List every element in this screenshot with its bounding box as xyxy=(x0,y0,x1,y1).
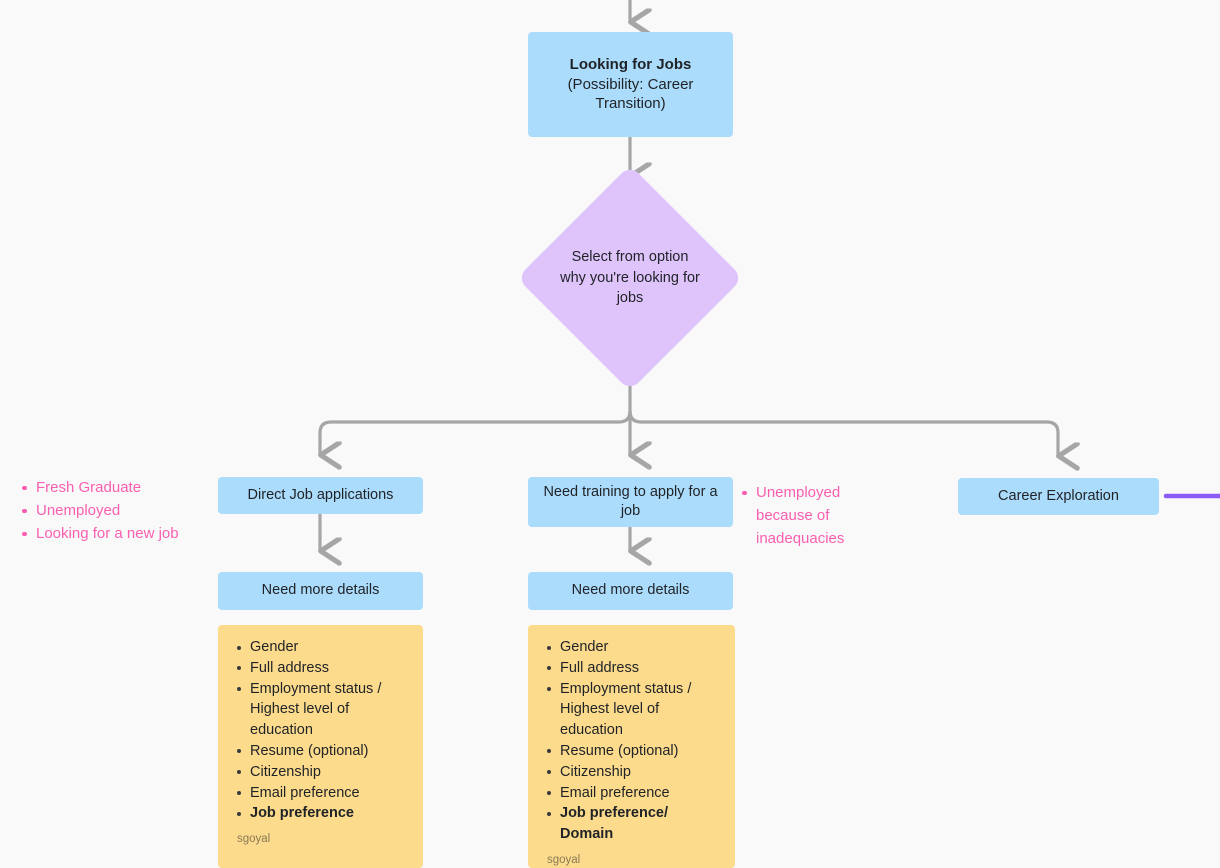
node-need-training[interactable]: Need training to apply for a job xyxy=(528,477,733,527)
list-item: Employment status / Highest level of edu… xyxy=(237,679,413,741)
connector-branch-left-elbow xyxy=(320,410,632,455)
node-decision-label: Select from option why you're looking fo… xyxy=(560,249,700,307)
card-byline: sgoyal xyxy=(547,853,581,866)
node-need-more-details-left[interactable]: Need more details xyxy=(218,572,423,610)
list-item: Resume (optional) xyxy=(547,741,725,762)
list-item: Unemployed xyxy=(22,499,212,522)
node-need-more-details-right[interactable]: Need more details xyxy=(528,572,733,610)
list-item: Gender xyxy=(547,637,725,658)
card-required-fields-right[interactable]: Gender Full address Employment status / … xyxy=(528,625,735,868)
list-item: Email preference xyxy=(237,783,413,804)
card-required-fields-left[interactable]: Gender Full address Employment status / … xyxy=(218,625,423,868)
list-item: Citizenship xyxy=(237,762,413,783)
node-looking-for-jobs-subtitle-line1: (Possibility: Career xyxy=(567,75,694,93)
card-byline: sgoyal xyxy=(237,833,271,846)
list-item: Unemployed because of inadequacies xyxy=(742,481,892,550)
list-item: Job preference xyxy=(237,803,413,824)
connector-branch-right-elbow xyxy=(628,410,1058,456)
list-item: Gender xyxy=(237,637,413,658)
node-career-exploration[interactable]: Career Exploration xyxy=(958,478,1159,515)
pink-list-reasons-left: Fresh Graduate Unemployed Looking for a … xyxy=(22,476,212,545)
list-item: Email preference xyxy=(547,783,725,804)
node-looking-for-jobs-title: Looking for Jobs xyxy=(569,55,692,73)
list-item: Full address xyxy=(237,658,413,679)
node-looking-for-jobs[interactable]: Looking for Jobs (Possibility: Career Tr… xyxy=(528,32,733,137)
node-decision-select-reason[interactable]: Select from option why you're looking fo… xyxy=(516,164,744,392)
list-item: Fresh Graduate xyxy=(22,476,212,499)
pink-list-reasons-middle: Unemployed because of inadequacies xyxy=(742,481,892,550)
list-item: Resume (optional) xyxy=(237,741,413,762)
list-item: Employment status / Highest level of edu… xyxy=(547,679,725,741)
list-item: Job preference/ Domain xyxy=(547,803,725,845)
list-item: Citizenship xyxy=(547,762,725,783)
list-item: Full address xyxy=(547,658,725,679)
node-looking-for-jobs-subtitle-line2: Transition) xyxy=(595,95,666,113)
node-direct-job-applications[interactable]: Direct Job applications xyxy=(218,477,423,514)
list-item: Looking for a new job xyxy=(22,522,212,545)
